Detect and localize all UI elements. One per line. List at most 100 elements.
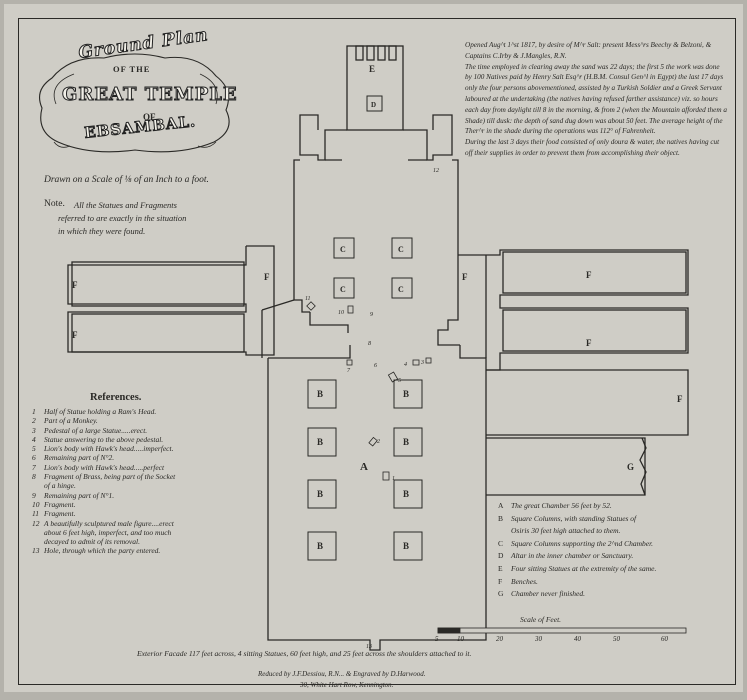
- legend-text: Benches.: [511, 576, 538, 586]
- legend-key: D: [498, 551, 504, 561]
- reference-number: 10: [32, 499, 40, 509]
- label-C: C: [340, 285, 346, 294]
- paper-sheet: [4, 4, 743, 692]
- reference-item: 2 Part of a Monkey.: [32, 416, 267, 425]
- number-4: 4: [404, 361, 407, 368]
- reference-text: Fragment of Brass, being part of the Soc…: [44, 472, 176, 482]
- reference-item: 11 Fragment.: [32, 509, 267, 518]
- scale-tick-label: 40: [574, 635, 582, 643]
- label-B: B: [317, 389, 323, 399]
- label-F: F: [586, 270, 592, 280]
- legend-item: B Square Columns, with standing Statues o…: [498, 513, 656, 526]
- label-B: B: [317, 489, 323, 499]
- plan-letters: E D C C C C B B B B B B B B A F F F F F …: [72, 64, 683, 551]
- number-11: 11: [305, 296, 311, 302]
- fragments: [306, 301, 432, 481]
- legend-text: Chamber never finished.: [511, 589, 585, 599]
- label-C: C: [340, 245, 346, 254]
- west-bench-2: [71, 313, 245, 353]
- imprint-line-2: 30, White Hart Row, Kennington.: [300, 681, 394, 689]
- number-1: 1: [392, 476, 395, 482]
- reference-text: about 6 feet high, imperfect, and too mu…: [44, 527, 172, 537]
- reference-number: 7: [32, 462, 36, 472]
- west-side-rooms: [67, 245, 275, 356]
- legend-item: F Benches.: [498, 576, 656, 589]
- reference-number: 1: [32, 407, 36, 416]
- number-9: 9: [370, 312, 373, 318]
- second-chamber-east: [437, 270, 460, 346]
- reference-number: 8: [32, 472, 36, 482]
- legend-key: E: [498, 563, 503, 573]
- reference-item: of a hinge.: [32, 481, 267, 490]
- label-B: B: [317, 541, 323, 551]
- title-line-2: OF THE: [113, 64, 151, 74]
- plate-border: [18, 18, 736, 685]
- reference-number: 11: [32, 509, 39, 519]
- legend-text: Square Columns, with standing Statues of: [511, 513, 637, 523]
- reference-number: 12: [32, 518, 40, 528]
- legend-item: Osiris 30 feet high attached to them.: [498, 525, 656, 538]
- label-B: B: [403, 489, 409, 499]
- reference-text: Pedestal of a large Statue.....erect.: [44, 425, 148, 435]
- label-B: B: [403, 437, 409, 447]
- label-B: B: [403, 389, 409, 399]
- note-line-2: referred to are exactly in the situation: [58, 213, 187, 223]
- legend-key: G: [498, 589, 504, 599]
- reference-number: 6: [32, 453, 36, 463]
- legend-key: F: [498, 576, 503, 586]
- title-line-3: GREAT TEMPLE: [62, 84, 238, 106]
- second-chamber-wall: [293, 159, 459, 313]
- plan-numbers: 1 2 3 4 5 6 7 8 9 10 11 12 13: [305, 168, 439, 650]
- number-2: 2: [377, 439, 380, 445]
- references-list: 1 Half of Statue holding a Ram's Head. 2 Pa…: [32, 407, 267, 556]
- number-7: 7: [347, 368, 351, 374]
- reference-item: 5 Lion's body with Hawk's head.....imperf…: [32, 444, 267, 453]
- reference-text: Lion's body with Hawk's head.....imperfe…: [44, 444, 174, 454]
- reference-number: 2: [32, 416, 36, 426]
- reference-text: Statue answering to the above pedestal.: [44, 434, 164, 444]
- legend-item: G Chamber never finished.: [498, 588, 656, 601]
- scale-note: Drawn on a Scale of ⅛ of an Inch to a fo…: [44, 175, 209, 185]
- label-A: A: [360, 461, 368, 473]
- reference-text: Half of Statue holding a Ram's Head.: [44, 407, 157, 416]
- chamber-columns: [333, 237, 413, 299]
- reference-item: 12 A beautifully sculptured male figure..…: [32, 519, 267, 528]
- scale-tick-label: 60: [661, 635, 669, 643]
- references-heading: References.: [90, 392, 142, 403]
- number-5: 5: [398, 378, 401, 384]
- label-F: F: [72, 280, 78, 290]
- imprint-line-1: Reduced by J.F.Dessiou, R.N... & Engrave…: [258, 670, 426, 678]
- vestibule-wall: [299, 129, 453, 161]
- note-paragraph: During the last 3 days their food consis…: [465, 138, 720, 157]
- number-3: 3: [420, 360, 424, 366]
- reference-text: A beautifully sculptured male figure....…: [44, 518, 174, 528]
- reference-text: Part of a Monkey.: [44, 416, 98, 426]
- title-cartouche: [39, 53, 230, 153]
- second-chamber-south: [309, 312, 349, 333]
- great-hall-nw: [261, 299, 295, 358]
- reference-number: 5: [32, 444, 36, 454]
- label-G: G: [627, 462, 634, 472]
- scale-tick-label: 50: [613, 635, 621, 643]
- scale-tick-label: 30: [534, 635, 543, 643]
- legend-key: A: [498, 501, 504, 510]
- scale-tick-label: 10: [457, 635, 465, 643]
- sitting-statues: [355, 45, 397, 61]
- label-D: D: [371, 101, 376, 109]
- reference-item: 8 Fragment of Brass, being part of the So…: [32, 472, 267, 481]
- legend-key: B: [498, 513, 504, 523]
- number-8: 8: [368, 341, 371, 347]
- number-10: 10: [338, 310, 344, 316]
- scale-label: Scale of Feet.: [520, 615, 561, 624]
- note-line-3: in which they were found.: [58, 226, 146, 236]
- reference-text: Fragment.: [44, 509, 76, 519]
